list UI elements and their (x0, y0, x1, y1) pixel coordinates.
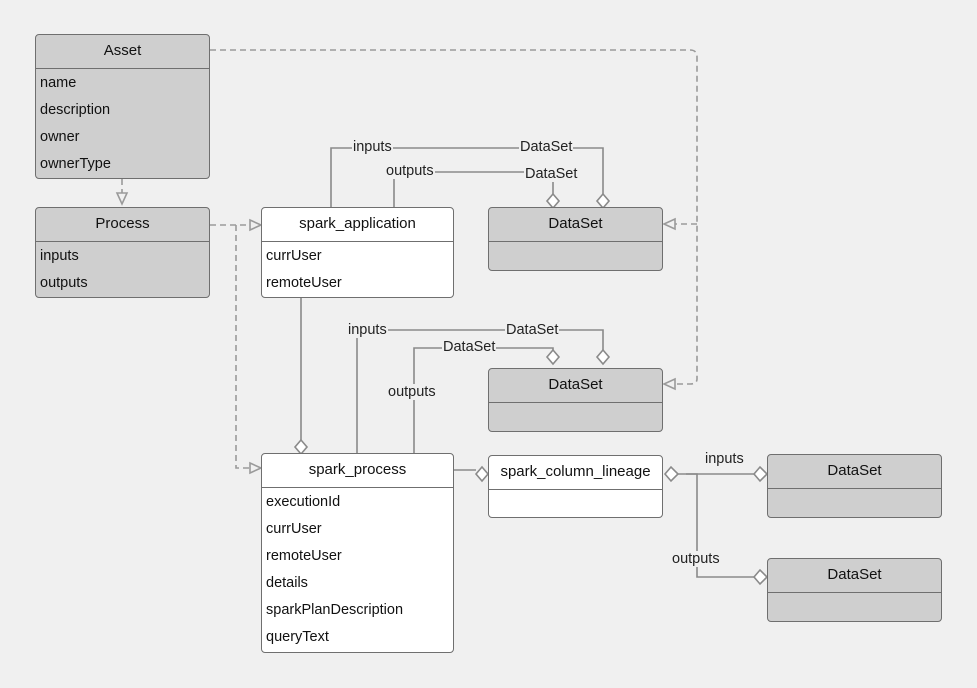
app-inputs-connector (330, 147, 604, 208)
spark-process-entity[interactable]: spark_process executionId currUser remot… (261, 453, 454, 653)
app-process-diamond (293, 438, 309, 456)
asset-attr-description: description (40, 102, 111, 118)
dataset-entity-4[interactable]: DataSet (767, 558, 942, 622)
app-outputs-diamond (545, 192, 561, 210)
dataset-entity-3[interactable]: DataSet (767, 454, 942, 518)
spark-application-attr-remoteuser: remoteUser (266, 275, 342, 291)
proc-outputs-diamond (545, 348, 561, 366)
spark-column-lineage-entity[interactable]: spark_column_lineage (488, 455, 663, 518)
spark-application-entity[interactable]: spark_application currUser remoteUser (261, 207, 454, 298)
lineage-out-diamond (663, 465, 680, 483)
process-sparkprocess-arrowhead (249, 461, 263, 475)
app-outputs-target-label: DataSet (524, 166, 579, 182)
lineage-outputs-connector (686, 473, 754, 578)
process-title: Process (36, 208, 209, 242)
process-app-arrowhead (249, 218, 263, 232)
lineage-outputs-diamond (752, 568, 769, 586)
spark-column-lineage-title: spark_column_lineage (489, 456, 662, 490)
proc-outputs-target-label: DataSet (442, 339, 497, 355)
lineage-inputs-diamond (752, 465, 769, 483)
app-outputs-label: outputs (385, 163, 435, 179)
spark-process-attr-executionid: executionId (266, 494, 341, 510)
spark-process-attr-remoteuser: remoteUser (266, 548, 342, 564)
app-inputs-diamond (595, 192, 611, 210)
asset-attr-ownertype: ownerType (40, 156, 111, 172)
proc-inputs-target-label: DataSet (505, 322, 560, 338)
spark-process-attr-querytext: queryText (266, 629, 329, 645)
spark-application-attr-curruser: currUser (266, 248, 322, 264)
app-inputs-label: inputs (352, 139, 393, 155)
lineage-inputs-label: inputs (704, 451, 745, 467)
dataset-2-title: DataSet (489, 369, 662, 403)
lineage-outputs-label: outputs (671, 551, 721, 567)
app-outputs-connector (393, 171, 554, 208)
asset-dataset2-arrowhead (662, 377, 676, 391)
spark-process-attr-sparkplandescription: sparkPlanDescription (266, 602, 404, 618)
asset-attr-name: name (40, 75, 77, 91)
asset-title: Asset (36, 35, 209, 69)
proc-inputs-label: inputs (347, 322, 388, 338)
proc-outputs-label: outputs (387, 384, 437, 400)
process-attr-outputs: outputs (40, 275, 88, 291)
app-inputs-target-label: DataSet (519, 139, 574, 155)
process-attr-inputs: inputs (40, 248, 79, 264)
process-lineage-diamond (474, 465, 490, 483)
spark-process-attr-details: details (266, 575, 308, 591)
spark-process-title: spark_process (262, 454, 453, 488)
asset-dataset1-arrowhead (662, 217, 676, 231)
spark-process-attr-curruser: currUser (266, 521, 322, 537)
dataset-entity-1[interactable]: DataSet (488, 207, 663, 271)
dataset-1-title: DataSet (489, 208, 662, 242)
asset-attr-owner: owner (40, 129, 80, 145)
spark-application-title: spark_application (262, 208, 453, 242)
dataset-entity-2[interactable]: DataSet (488, 368, 663, 432)
asset-entity[interactable]: Asset name description owner ownerType (35, 34, 210, 179)
asset-to-datasets-connector (210, 49, 698, 385)
process-entity[interactable]: Process inputs outputs (35, 207, 210, 298)
process-to-spark-process-connector (235, 225, 250, 469)
dataset-4-title: DataSet (768, 559, 941, 593)
asset-process-arrowhead (115, 192, 129, 206)
proc-inputs-diamond (595, 348, 611, 366)
dataset-3-title: DataSet (768, 455, 941, 489)
proc-inputs-connector (356, 329, 604, 454)
